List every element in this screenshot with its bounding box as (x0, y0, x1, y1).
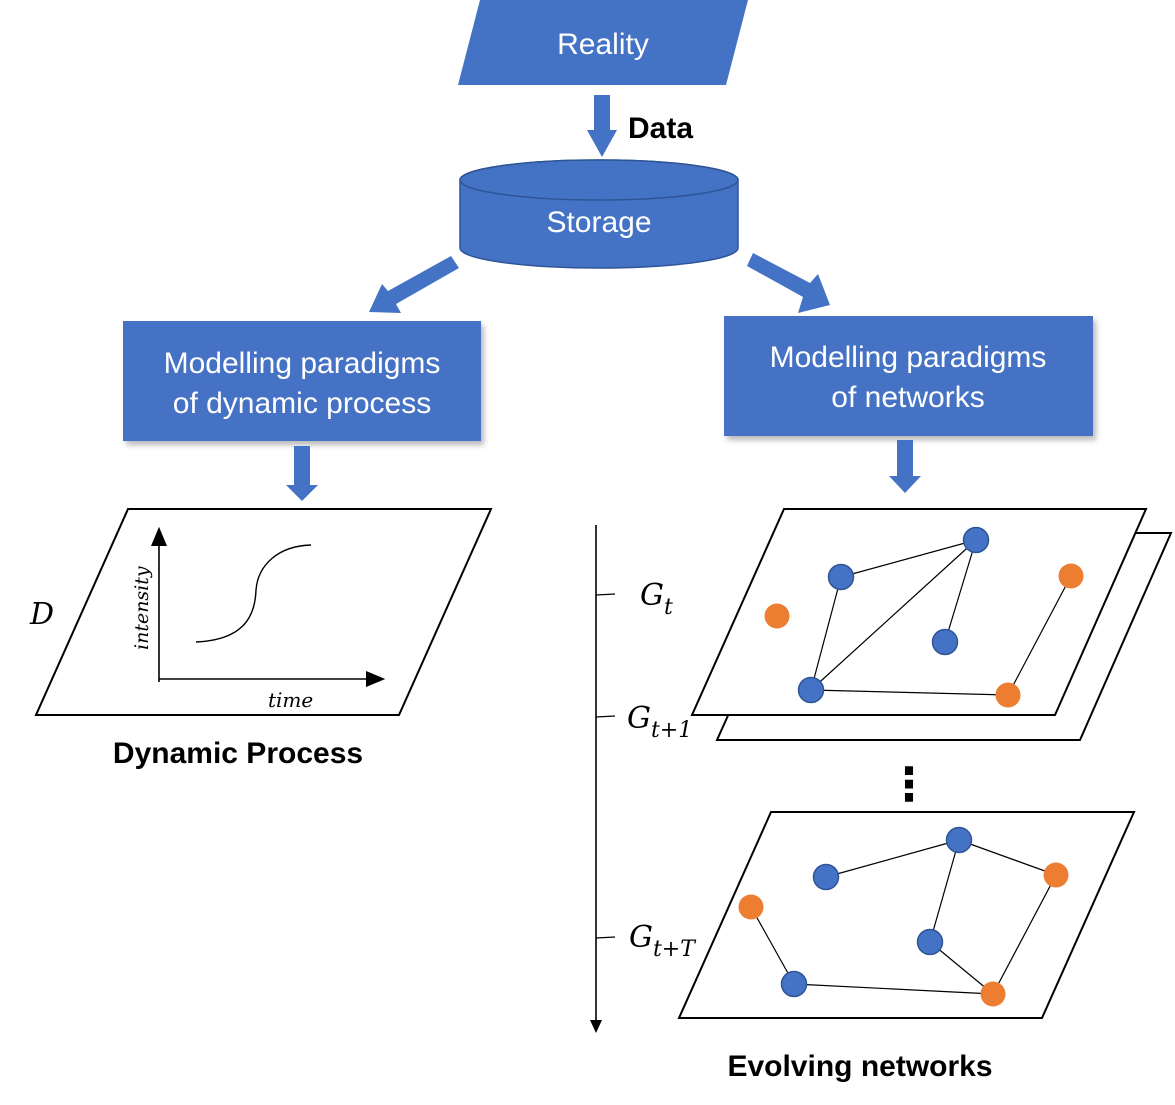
sigmoid-curve (195, 544, 312, 643)
blue-node (945, 826, 973, 854)
down-arrow-icon (587, 95, 617, 157)
left-down-arrow-icon (286, 446, 318, 501)
data-label: Data (628, 112, 693, 145)
blue-node (812, 863, 840, 891)
timeline: Gt Gt+1 Gt+T (590, 525, 697, 1033)
graph-edge (944, 539, 977, 643)
x-axis-label: time (268, 688, 313, 712)
orange-node (738, 894, 764, 920)
blue-node (827, 563, 855, 591)
graph-edge (810, 689, 1009, 696)
network-graph-tT (677, 811, 1136, 1019)
d-label: D (29, 597, 54, 632)
graph-edge (958, 839, 1057, 876)
data-arrow (587, 95, 617, 157)
evolving-networks-caption: Evolving networks (727, 1050, 992, 1083)
right-box-shape (724, 316, 1093, 436)
graph-edge (825, 839, 960, 878)
left-box-line2: of dynamic process (173, 387, 431, 420)
dynamic-process-caption: Dynamic Process (113, 737, 363, 770)
blue-node (780, 970, 808, 998)
reality-node: Reality (458, 0, 748, 85)
ellipsis-vertical-icon: ⋮ (886, 757, 932, 811)
g-t-label: Gt (640, 578, 673, 620)
blue-node (797, 676, 825, 704)
g-t1-label: Gt+1 (627, 701, 692, 743)
timeline-tick (595, 593, 616, 596)
graph-edge (929, 941, 994, 995)
g-tT-label: Gt+T (629, 920, 697, 962)
graph-edge (840, 539, 977, 578)
timeline-tick (595, 715, 616, 718)
storage-top (459, 159, 739, 201)
dynamic-plane (34, 508, 493, 716)
orange-node (1058, 563, 1084, 589)
orange-node (1043, 862, 1069, 888)
reality-label: Reality (557, 28, 649, 61)
right-box-line1: Modelling paradigms (770, 341, 1047, 374)
blue-node (931, 628, 959, 656)
right-down-arrow-icon (889, 440, 921, 493)
storage-node: Storage (459, 159, 739, 269)
arrow-down-left-icon (369, 256, 459, 313)
orange-node (764, 603, 790, 629)
graph-edge (992, 874, 1057, 995)
arrow-down-right-icon (747, 253, 830, 313)
orange-node (980, 981, 1006, 1007)
right-box-line2: of networks (831, 381, 984, 414)
timeline-arrow-icon (590, 1020, 602, 1033)
arrow-to-left-box (369, 256, 459, 313)
network-graph-t (690, 508, 1148, 716)
dynamic-process-panel: intensity time (34, 508, 493, 716)
y-axis-label: intensity (131, 566, 153, 650)
network-plane-front (690, 508, 1148, 716)
blue-node (962, 526, 990, 554)
graph-edge (810, 539, 977, 691)
blue-node (916, 928, 944, 956)
storage-label: Storage (546, 206, 651, 239)
reality-shape (458, 0, 748, 85)
graph-edge (793, 983, 994, 995)
graph-edge (1007, 575, 1072, 696)
graph-edge (929, 839, 960, 943)
right-modelling-box: Modelling paradigms of networks (724, 316, 1093, 436)
arrow-to-right-box (747, 253, 830, 313)
left-box-line1: Modelling paradigms (164, 347, 441, 380)
orange-node (995, 682, 1021, 708)
left-box-shape (123, 321, 481, 441)
timeline-tick (595, 936, 616, 939)
graph-edge (750, 906, 795, 985)
network-plane-bottom (677, 811, 1136, 1019)
left-modelling-box: Modelling paradigms of dynamic process (123, 321, 481, 441)
graph-edge (810, 576, 842, 691)
